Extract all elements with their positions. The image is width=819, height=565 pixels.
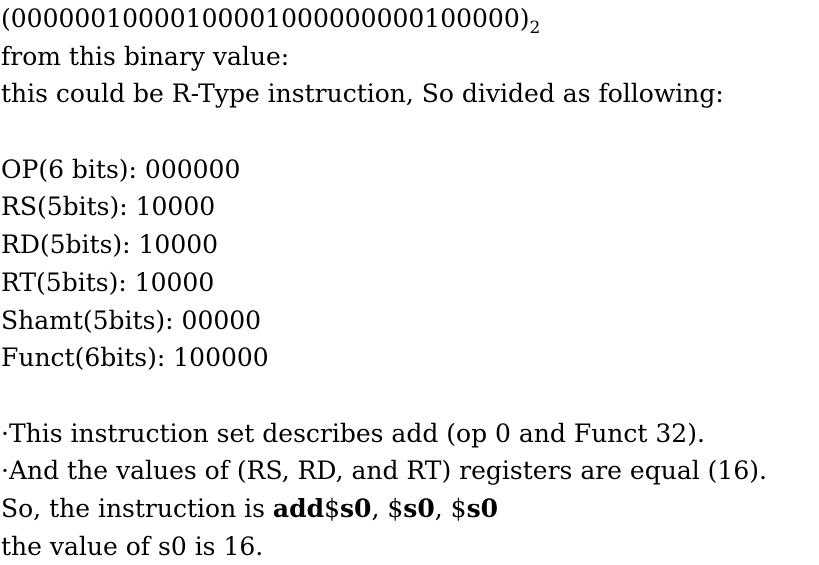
rtype-line: this could be R-Type instruction, So div…: [1, 79, 724, 109]
dollar-sign: $: [450, 493, 467, 523]
instruction-prefix: So, the instruction is: [1, 493, 273, 523]
field-rt: RT(5bits): 10000: [1, 267, 215, 297]
field-funct: Funct(6bits): 100000: [1, 343, 269, 373]
dollar-sign: $: [387, 493, 404, 523]
binary-base-subscript: 2: [529, 18, 541, 38]
field-rs: RS(5bits): 10000: [1, 192, 216, 222]
spacer: [1, 113, 819, 151]
spacer: [1, 377, 819, 415]
field-rd: RD(5bits): 10000: [1, 230, 219, 260]
dollar-sign: $: [324, 493, 340, 523]
field-shamt: Shamt(5bits): 00000: [1, 305, 262, 335]
instruction-mnemonic: add: [272, 493, 325, 523]
separator: ,: [434, 493, 451, 523]
register-s0: s0: [403, 493, 435, 523]
binary-value-line: (00000010000100001000000000100000)2: [1, 0, 819, 38]
instruction-line: So, the instruction is add$s0, $s0, $s0: [1, 490, 819, 528]
note-registers: ·And the values of (RS, RD, and RT) regi…: [1, 456, 767, 486]
field-op: OP(6 bits): 000000: [1, 154, 241, 184]
binary-value: (00000010000100001000000000100000): [1, 4, 530, 33]
separator: ,: [371, 493, 388, 523]
intro-line: from this binary value:: [1, 41, 290, 71]
conclusion-line: the value of s0 is 16.: [1, 531, 264, 561]
note-add: ·This instruction set describes add (op …: [1, 418, 705, 448]
register-s0: s0: [339, 493, 372, 523]
register-s0: s0: [466, 493, 499, 523]
